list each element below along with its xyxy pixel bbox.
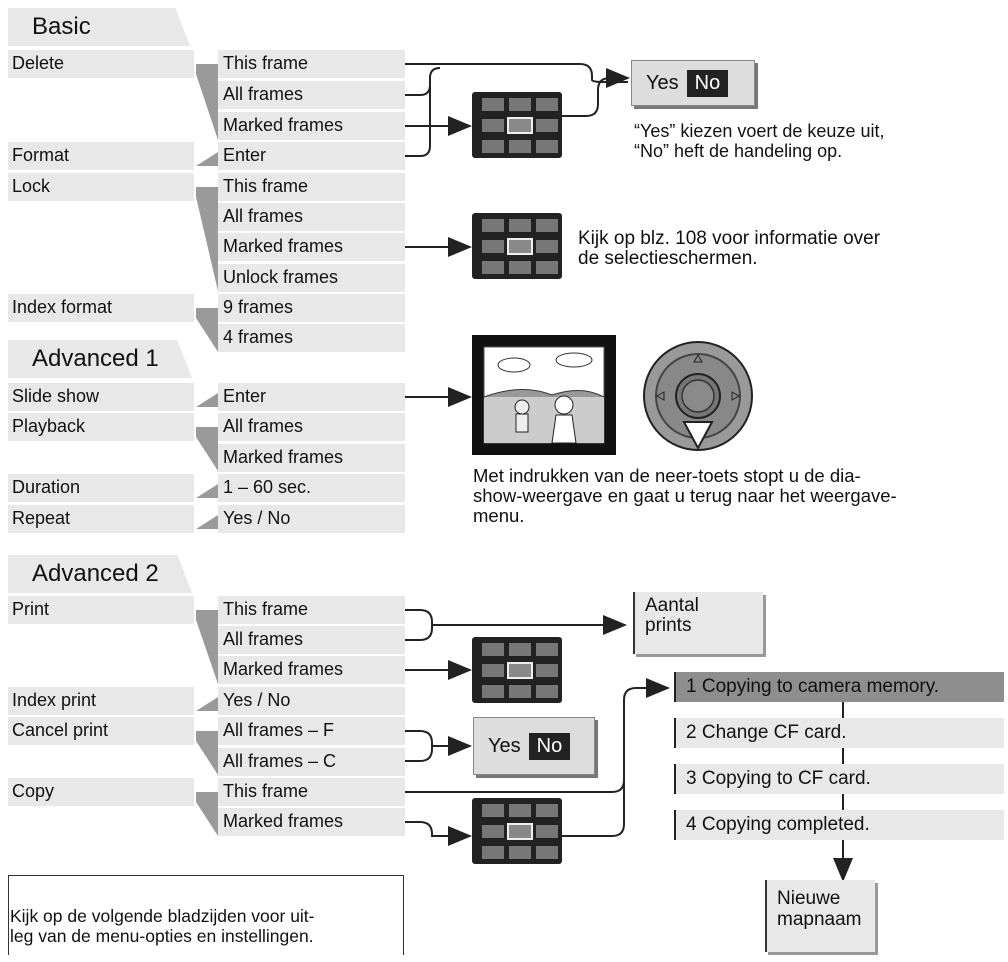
note-yes-no-line1: “Yes” kiezen voert de keuze uit, xyxy=(634,121,885,141)
menu-label-index-print: Index print xyxy=(8,687,194,715)
section-advanced1: Advanced 1 xyxy=(8,340,192,378)
wedge-playback xyxy=(196,427,218,471)
copy-step-4: 4 Copying completed. xyxy=(674,810,1004,840)
wedge-index-format xyxy=(196,308,218,352)
footer-note-box xyxy=(8,875,404,955)
option-print-this-frame[interactable]: This frame xyxy=(218,596,405,624)
option-playback-marked-frames[interactable]: Marked frames xyxy=(218,444,405,472)
option-print-all-frames[interactable]: All frames xyxy=(218,626,405,654)
wedge-delete xyxy=(196,64,218,140)
option-format-enter[interactable]: Enter xyxy=(218,142,405,170)
option-cancel-print-f[interactable]: All frames – F xyxy=(218,717,405,745)
note-slideshow-line2: show-weergave en gaat u terug naar het w… xyxy=(473,485,897,506)
note-selection-line2: de selectieschermen. xyxy=(578,248,758,269)
selection-screen-print xyxy=(472,637,562,703)
footer-note-line1: Kijk op de volgende bladzijden voor uit- xyxy=(10,906,315,926)
section-advanced2: Advanced 2 xyxy=(8,555,192,593)
selection-screen-lock xyxy=(472,213,562,279)
note-slideshow-line3: menu. xyxy=(473,505,525,526)
wedge-copy xyxy=(196,792,218,836)
menu-label-copy: Copy xyxy=(8,778,194,806)
mapnaam-line2: mapnaam xyxy=(777,909,862,930)
yes-no-dialog-cancel-print: Yes No xyxy=(473,717,595,775)
selection-screen-delete xyxy=(472,92,562,158)
option-lock-unlock-frames[interactable]: Unlock frames xyxy=(218,264,405,292)
wedge-repeat xyxy=(196,515,218,529)
aantal-line2: prints xyxy=(645,615,692,636)
menu-label-print: Print xyxy=(8,596,194,624)
nieuwe-mapnaam-box: Nieuwe mapnaam xyxy=(765,880,875,952)
menu-label-repeat: Repeat xyxy=(8,505,194,533)
aantal-prints-box: Aantal prints xyxy=(633,592,763,654)
copy-step-3: 3 Copying to CF card. xyxy=(674,764,1004,794)
slideshow-photo xyxy=(472,335,616,455)
controller-down-key xyxy=(640,338,756,454)
option-slide-show-enter[interactable]: Enter xyxy=(218,383,405,411)
menu-label-lock: Lock xyxy=(8,173,194,201)
wedge-duration xyxy=(196,484,218,498)
menu-label-slide-show: Slide show xyxy=(8,383,194,411)
yes-option-2[interactable]: Yes xyxy=(488,734,521,757)
note-slideshow-line1: Met indrukken van de neer-toets stopt u … xyxy=(473,465,861,486)
section-basic: Basic xyxy=(8,8,190,46)
menu-label-index-format: Index format xyxy=(8,294,194,322)
option-delete-marked-frames[interactable]: Marked frames xyxy=(218,112,405,140)
wedge-format xyxy=(196,152,218,166)
selection-screen-copy xyxy=(472,798,562,864)
wedge-slide-show xyxy=(196,393,218,407)
option-cancel-print-c[interactable]: All frames – C xyxy=(218,748,405,776)
option-playback-all-frames[interactable]: All frames xyxy=(218,413,405,441)
yes-option[interactable]: Yes xyxy=(646,71,679,94)
option-index-print[interactable]: Yes / No xyxy=(218,687,405,715)
yes-no-dialog-delete: Yes No xyxy=(631,60,755,106)
option-index-format-4[interactable]: 4 frames xyxy=(218,324,405,352)
note-selection-line1: Kijk op blz. 108 voor informatie over xyxy=(578,228,881,249)
menu-label-delete: Delete xyxy=(8,50,194,78)
wedge-index-print xyxy=(196,697,218,711)
option-print-marked-frames[interactable]: Marked frames xyxy=(218,656,405,684)
no-option[interactable]: No xyxy=(686,69,729,97)
aantal-line1: Aantal xyxy=(645,595,699,616)
note-yes-no: “Yes” kiezen voert de keuze uit, “No” he… xyxy=(634,121,884,161)
footer-note: Kijk op de volgende bladzijden voor uit-… xyxy=(10,906,315,946)
menu-label-playback: Playback xyxy=(8,413,194,441)
menu-label-format: Format xyxy=(8,142,194,170)
option-lock-marked-frames[interactable]: Marked frames xyxy=(218,233,405,261)
menu-label-cancel-print: Cancel print xyxy=(8,717,194,745)
note-yes-no-line2: “No” heft de handeling op. xyxy=(634,141,843,161)
wedge-print xyxy=(196,610,218,684)
note-slideshow: Met indrukken van de neer-toets stopt u … xyxy=(473,466,897,526)
option-delete-this-frame[interactable]: This frame xyxy=(218,50,405,78)
option-lock-all-frames[interactable]: All frames xyxy=(218,203,405,231)
copy-step-1: 1 Copying to camera memory. xyxy=(674,672,1004,702)
wedge-cancel-print xyxy=(196,731,218,775)
option-repeat[interactable]: Yes / No xyxy=(218,505,405,533)
copy-step-2: 2 Change CF card. xyxy=(674,718,1004,748)
note-selection-screens: Kijk op blz. 108 voor informatie over de… xyxy=(578,229,880,269)
wedge-lock xyxy=(196,187,218,291)
option-delete-all-frames[interactable]: All frames xyxy=(218,81,405,109)
mapnaam-line1: Nieuwe xyxy=(777,888,841,909)
option-copy-this-frame[interactable]: This frame xyxy=(218,778,405,806)
option-index-format-9[interactable]: 9 frames xyxy=(218,294,405,322)
footer-note-line2: leg van de menu-opties en instellingen. xyxy=(10,926,314,946)
option-copy-marked-frames[interactable]: Marked frames xyxy=(218,808,405,836)
option-lock-this-frame[interactable]: This frame xyxy=(218,173,405,201)
menu-label-duration: Duration xyxy=(8,474,194,502)
option-duration[interactable]: 1 – 60 sec. xyxy=(218,474,405,502)
no-option-2[interactable]: No xyxy=(528,732,571,760)
